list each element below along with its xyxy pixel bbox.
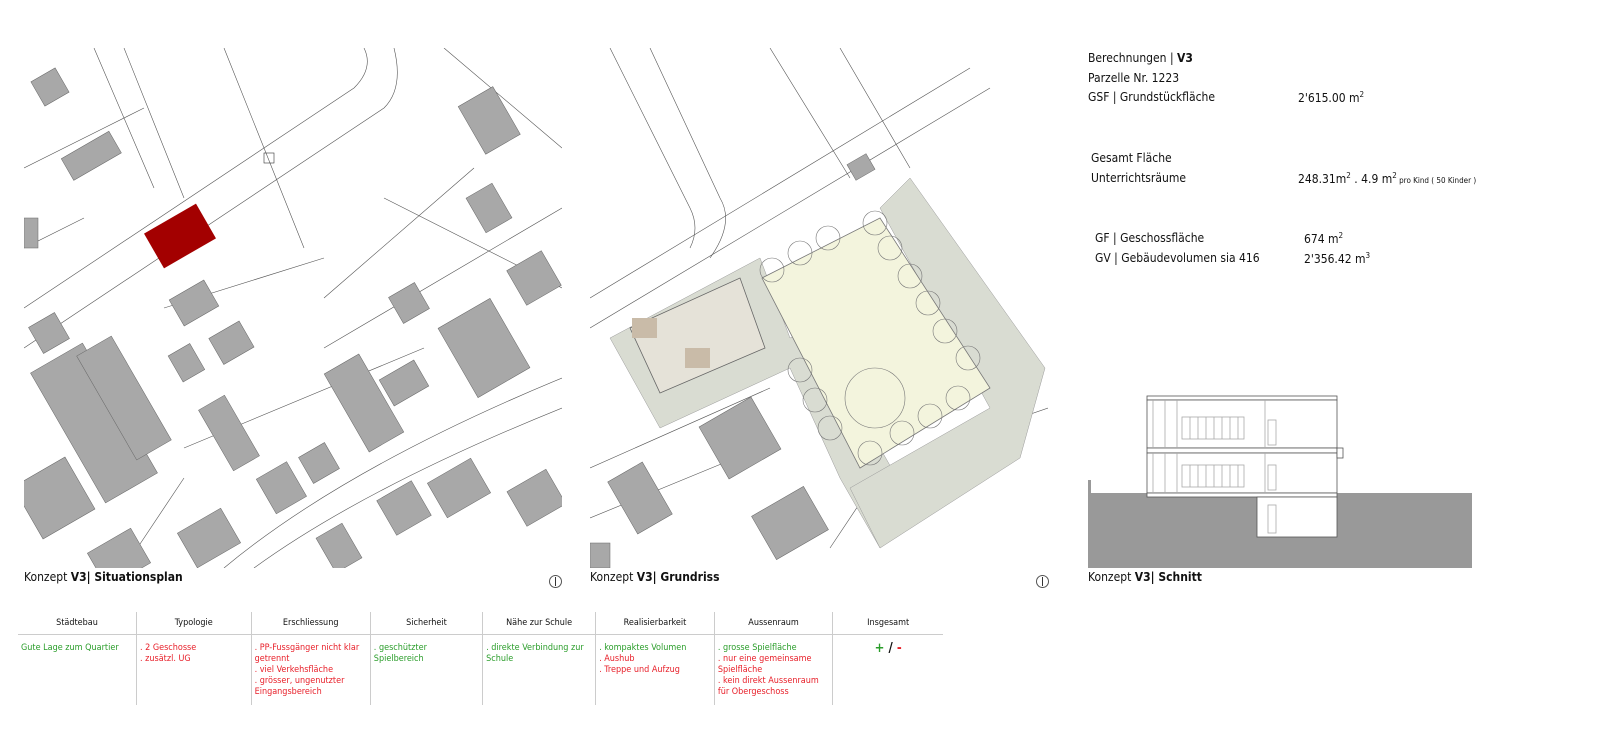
evaluation-point: . kein direkt Aussenraum für Obergeschos… [717, 676, 819, 697]
column-header: Aussenraum [713, 612, 833, 635]
calc-total-label-1: Gesamt Fläche [1091, 151, 1172, 165]
evaluation-cell: . geschützter Spielbereich [369, 634, 483, 705]
evaluation-point: Gute Lage zum Quartier [21, 643, 119, 653]
evaluation-cell: . PP-Fussgänger nicht klar getrennt. vie… [250, 634, 371, 705]
evaluation-point: . zusätzl. UG [139, 654, 191, 664]
column-header: Nähe zur Schule [482, 612, 596, 635]
overall-plus: + [874, 641, 885, 656]
evaluation-point: . kompaktes Volumen [599, 643, 687, 653]
evaluation-row: Gute Lage zum Quartier . 2 Geschosse. zus… [18, 634, 943, 706]
evaluation-point: . 2 Geschosse [139, 643, 197, 653]
evaluation-cell: . grosse Spielfläche. nur eine gemeinsam… [713, 634, 833, 705]
column-header: Städtebau [18, 612, 137, 635]
column-header: Typologie [135, 612, 252, 635]
calc-gsf-label: GSF | Grundstückfläche [1088, 90, 1216, 104]
evaluation-cell: . kompaktes Volumen. Aushub. Treppe und … [595, 634, 715, 705]
calc-gv-value: 2'356.42 m3 [1304, 251, 1371, 266]
column-header: Erschliessung [250, 612, 371, 635]
calc-total-label-2: Unterrichtsräume [1091, 171, 1186, 185]
overall-minus: - [896, 641, 902, 656]
calc-parcel: Parzelle Nr. 1223 [1088, 71, 1180, 85]
calc-gf-value: 674 m2 [1304, 231, 1344, 246]
evaluation-point: . grösser, ungenutzter Eingangsbereich [254, 676, 345, 697]
evaluation-point: . viel Verkehsfläche [254, 665, 334, 675]
evaluation-point: . nur eine gemeinsame Spielfläche [717, 654, 812, 675]
calc-gf-label: GF | Geschossfläche [1095, 231, 1205, 245]
grundriss-map [590, 48, 1048, 568]
column-header: Insgesamt [832, 612, 943, 635]
grundriss-caption: Konzept V3| Grundriss [590, 570, 720, 584]
evaluation-point: . PP-Fussgänger nicht klar getrennt [254, 643, 360, 664]
north-arrow-icon [549, 575, 562, 588]
calc-gv-label: GV | Gebäudevolumen sia 416 [1095, 251, 1260, 265]
situationsplan-map [24, 48, 562, 568]
playground-court [761, 217, 991, 469]
situationsplan-drawing [24, 48, 562, 568]
column-header: Realisierbarkeit [595, 612, 715, 635]
project-site-marker [144, 203, 216, 269]
evaluation-point: . direkte Verbindung zur Schule [486, 643, 584, 664]
schnitt-caption: Konzept V3| Schnitt [1088, 570, 1202, 584]
grundriss-drawing [590, 48, 1048, 568]
situationsplan-caption: Konzept V3| Situationsplan [24, 570, 183, 584]
evaluation-point: . Treppe und Aufzug [599, 665, 680, 675]
evaluation-cell: . 2 Geschosse. zusätzl. UG [135, 634, 252, 705]
evaluation-point: . geschützter Spielbereich [373, 643, 427, 664]
north-arrow-icon [1036, 575, 1049, 588]
evaluation-cell: Gute Lage zum Quartier [18, 635, 136, 706]
calc-title: Berechnungen | V3 [1088, 51, 1193, 65]
evaluation-point: . Aushub [599, 654, 635, 664]
overall-rating: + / - [832, 634, 943, 705]
section-drawing [1088, 395, 1472, 568]
evaluation-cell: . direkte Verbindung zur Schule [482, 634, 596, 705]
building-floorplan [629, 277, 766, 394]
calc-total-value: 248.31m2 . 4.9 m2 pro Kind ( 50 Kinder ) [1298, 171, 1477, 186]
calc-gsf-value: 2'615.00 m2 [1298, 90, 1365, 105]
column-header: Sicherheit [369, 612, 483, 635]
overall-slash: / [884, 641, 897, 656]
evaluation-point: . grosse Spielfläche [717, 643, 797, 653]
